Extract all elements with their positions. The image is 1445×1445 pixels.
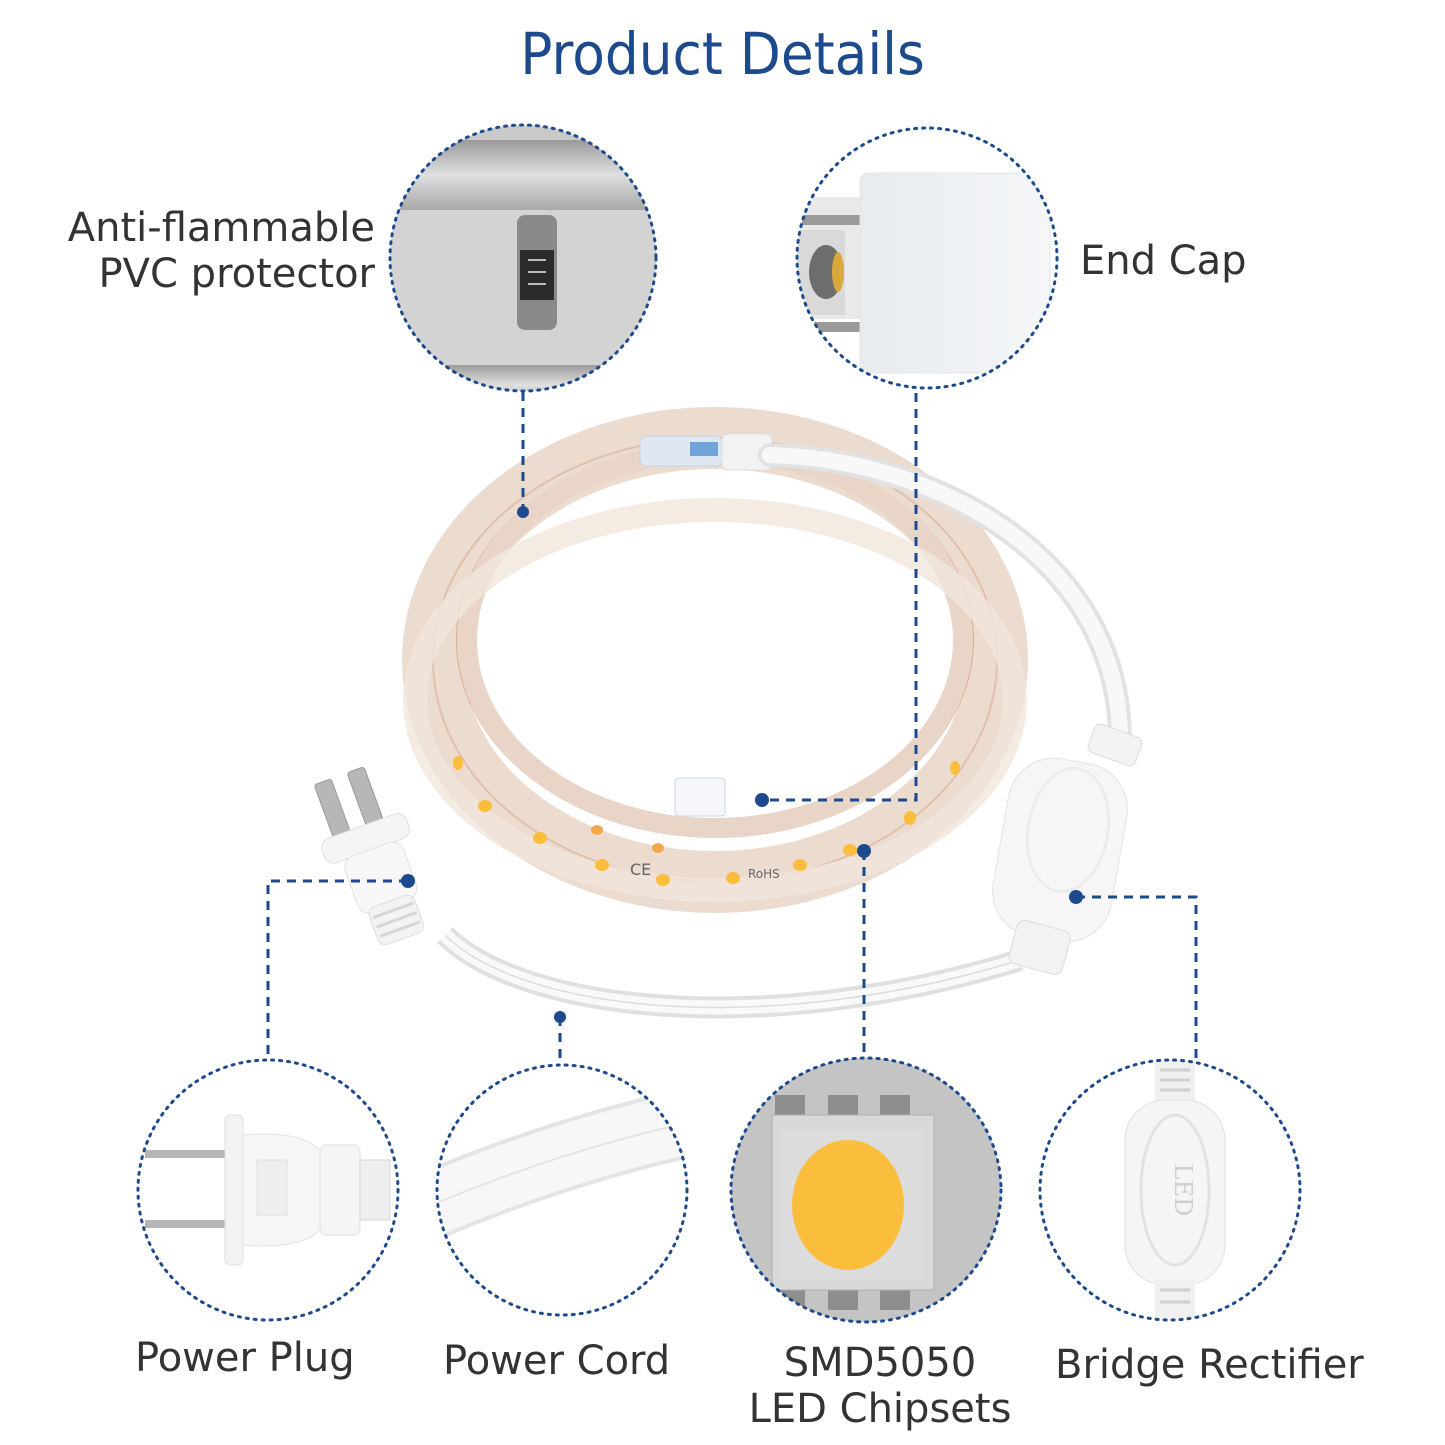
label-bridge-rectifier: Bridge Rectifier [1055,1342,1364,1388]
power-cord-icon [437,1085,687,1243]
label-power-cord: Power Cord [443,1338,671,1384]
label-pvc-protector: Anti-flammable PVC protector [55,205,375,297]
bridge-rectifier-icon: LED [1124,1060,1226,1320]
callout-bridge-rectifier: LED [1038,1058,1302,1322]
callout-power-cord [435,1063,689,1317]
white-cable [437,443,1132,1019]
power-plug [314,767,424,946]
led-chip-icon [731,1058,1001,1322]
label-led-chip-line1: SMD5050 [783,1340,977,1386]
rectifier-marking: LED [1169,1164,1197,1217]
leader-lines [266,392,1198,1063]
callout-pvc-protector [388,123,658,393]
label-led-chip: SMD5050 LED Chipsets [730,1340,1030,1432]
callout-end-cap [795,126,1059,390]
resistor-closeup-icon [390,125,656,391]
end-cap-closeup-icon [797,128,1057,388]
callout-led-chip [729,1056,1003,1324]
callout-power-plug [136,1058,400,1322]
ce-mark: CE [630,860,651,879]
label-end-cap: End Cap [1080,238,1247,284]
led-dots [453,756,960,886]
power-plug-icon [145,1114,391,1266]
page-title: Product Details [520,20,925,88]
leader-dots [401,506,1083,1023]
label-pvc-line2: PVC protector [98,251,375,297]
rohs-mark: RoHS [748,867,780,881]
label-pvc-line1: Anti-flammable [67,205,375,251]
led-strip-coil: CE RoHS [402,407,1028,913]
label-power-plug: Power Plug [135,1335,355,1381]
label-led-chip-line2: LED Chipsets [748,1386,1012,1432]
